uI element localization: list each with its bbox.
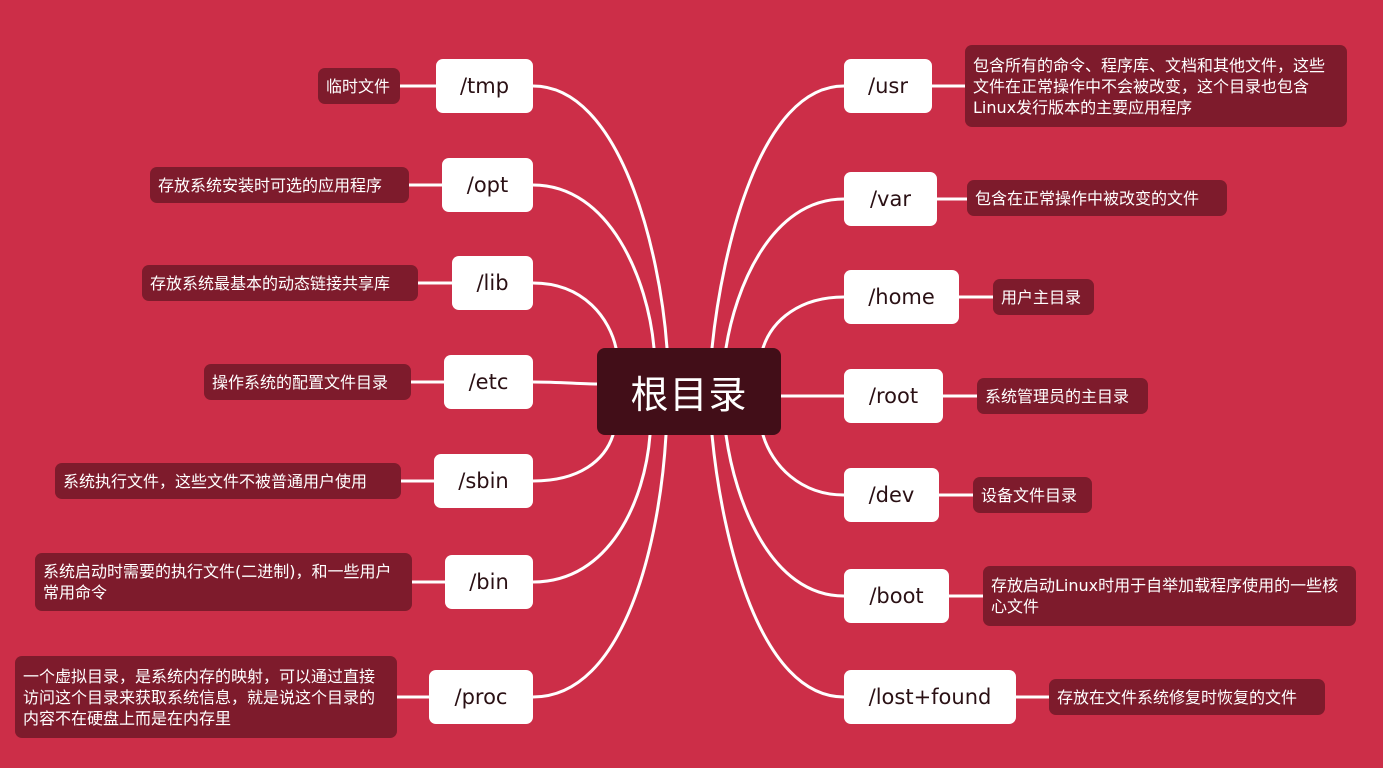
- desc-node-bin[interactable]: 系统启动时需要的执行文件(二进制)，和一些用户常用命令: [35, 553, 412, 611]
- desc-text: 临时文件: [326, 76, 391, 96]
- dir-node-dev[interactable]: /dev: [844, 468, 939, 522]
- desc-node-usr[interactable]: 包含所有的命令、程序库、文档和其他文件，这些文件在正常操作中不会被改变，这个目录…: [965, 45, 1347, 127]
- link-root-bin: [531, 433, 652, 584]
- link-root-etc: [531, 380, 599, 386]
- dir-label: /boot: [869, 584, 924, 608]
- desc-node-dev[interactable]: 设备文件目录: [973, 477, 1092, 513]
- dir-node-etc[interactable]: /etc: [444, 355, 533, 409]
- desc-text: 存放系统安装时可选的应用程序: [158, 175, 383, 195]
- dir-label: /lost+found: [868, 685, 992, 709]
- dir-node-usr[interactable]: /usr: [844, 59, 932, 113]
- link-root-home: [761, 295, 846, 350]
- dir-label: /opt: [466, 173, 509, 197]
- desc-text: 一个虚拟目录，是系统内存的映射，可以通过直接访问这个目录来获取系统信息，就是说这…: [23, 666, 376, 728]
- desc-text: 包含在正常操作中被改变的文件: [975, 188, 1200, 208]
- dir-label: /root: [868, 384, 919, 408]
- desc-text: 包含所有的命令、程序库、文档和其他文件，这些文件在正常操作中不会被改变，这个目录…: [973, 55, 1326, 117]
- desc-text: 用户主目录: [1001, 287, 1082, 307]
- desc-text: 存放启动Linux时用于自举加载程序使用的一些核心文件: [991, 576, 1339, 616]
- root-node-label: 根目录: [630, 373, 748, 417]
- link-root-lost: [710, 433, 846, 699]
- link-root-var: [724, 197, 846, 350]
- dir-label: /tmp: [459, 74, 510, 98]
- dir-label: /proc: [454, 685, 508, 709]
- desc-text: 系统启动时需要的执行文件(二进制)，和一些用户常用命令: [43, 562, 392, 602]
- root-node[interactable]: 根目录: [597, 348, 781, 435]
- link-root-dev: [761, 433, 846, 497]
- dir-node-opt[interactable]: /opt: [442, 158, 533, 212]
- dir-label: /etc: [468, 370, 509, 394]
- desc-text: 操作系统的配置文件目录: [212, 372, 389, 392]
- desc-node-boot[interactable]: 存放启动Linux时用于自举加载程序使用的一些核心文件: [983, 566, 1356, 626]
- dir-node-bin[interactable]: /bin: [445, 555, 533, 609]
- dir-node-root[interactable]: /root: [844, 369, 943, 423]
- desc-node-tmp[interactable]: 临时文件: [318, 68, 400, 104]
- desc-node-lost-found[interactable]: 存放在文件系统修复时恢复的文件: [1049, 679, 1325, 715]
- link-root-proc: [531, 433, 668, 699]
- desc-node-etc[interactable]: 操作系统的配置文件目录: [204, 364, 411, 400]
- dir-node-home[interactable]: /home: [844, 270, 959, 324]
- desc-text: 存放在文件系统修复时恢复的文件: [1057, 687, 1298, 707]
- dir-label: /dev: [868, 483, 915, 507]
- dir-label: /bin: [469, 570, 509, 594]
- link-root-sbin: [531, 433, 615, 483]
- desc-text: 系统执行文件，这些文件不被普通用户使用: [63, 471, 368, 491]
- link-root-opt: [531, 183, 656, 350]
- desc-node-opt[interactable]: 存放系统安装时可选的应用程序: [150, 167, 409, 203]
- desc-node-home[interactable]: 用户主目录: [993, 279, 1094, 315]
- dir-node-proc[interactable]: /proc: [429, 670, 533, 724]
- dir-node-sbin[interactable]: /sbin: [434, 454, 533, 508]
- link-root-boot: [724, 433, 846, 598]
- desc-text: 设备文件目录: [981, 485, 1078, 505]
- dir-label: /var: [869, 187, 911, 211]
- desc-text: 存放系统最基本的动态链接共享库: [150, 273, 391, 293]
- link-root-tmp: [531, 84, 669, 350]
- desc-node-var[interactable]: 包含在正常操作中被改变的文件: [967, 180, 1227, 216]
- dir-node-boot[interactable]: /boot: [844, 569, 949, 623]
- dir-label: /sbin: [458, 469, 509, 493]
- desc-node-sbin[interactable]: 系统执行文件，这些文件不被普通用户使用: [55, 463, 401, 499]
- desc-text: 系统管理员的主目录: [985, 386, 1130, 406]
- link-root-usr: [710, 84, 846, 350]
- dir-label: /home: [868, 285, 935, 309]
- dir-label: /lib: [476, 271, 509, 295]
- dir-label: /usr: [868, 74, 908, 98]
- link-root-lib: [531, 281, 618, 350]
- desc-node-root[interactable]: 系统管理员的主目录: [977, 378, 1148, 414]
- desc-node-proc[interactable]: 一个虚拟目录，是系统内存的映射，可以通过直接访问这个目录来获取系统信息，就是说这…: [15, 656, 397, 738]
- dir-node-lost-found[interactable]: /lost+found: [844, 670, 1016, 724]
- desc-node-lib[interactable]: 存放系统最基本的动态链接共享库: [142, 265, 418, 301]
- dir-node-var[interactable]: /var: [844, 172, 937, 226]
- dir-node-tmp[interactable]: /tmp: [436, 59, 533, 113]
- dir-node-lib[interactable]: /lib: [452, 256, 533, 310]
